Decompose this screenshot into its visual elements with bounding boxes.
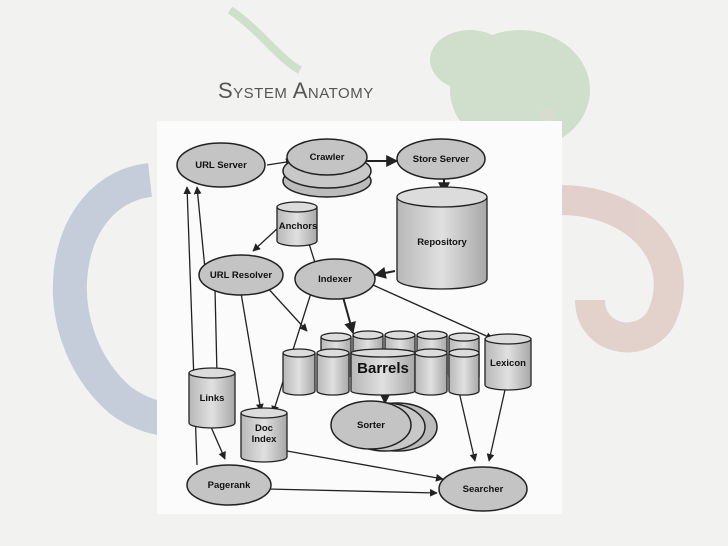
arrow-docindex-searcher — [286, 450, 444, 482]
store-server-node[interactable] — [396, 138, 486, 180]
repository-label: Repository — [417, 237, 467, 248]
arrow-links-pagerank — [210, 426, 226, 460]
doc-index-label-line1: Doc — [255, 423, 273, 434]
indexer-node[interactable] — [294, 258, 376, 300]
url-server-node[interactable] — [176, 142, 266, 188]
url-resolver-label: URL Resolver — [210, 270, 272, 281]
url-resolver-node[interactable] — [198, 254, 284, 296]
links-label: Links — [200, 393, 225, 404]
links-node[interactable] — [188, 367, 236, 429]
arrow-lexicon-searcher — [486, 380, 508, 462]
pagerank-node[interactable] — [186, 464, 272, 506]
arrow-repository-indexer — [373, 266, 396, 279]
anchors-node[interactable] — [276, 201, 318, 247]
searcher-node[interactable] — [438, 466, 528, 512]
arrow-pagerank-searcher — [266, 488, 438, 497]
arrow-urlresolver-links — [212, 288, 221, 376]
barrel-front-row — [282, 348, 480, 396]
barrels-label: Barrels — [357, 360, 409, 377]
arrow-indexer-barrels — [342, 296, 356, 335]
lexicon-node[interactable] — [484, 333, 532, 391]
slide-title: System Anatomy — [218, 78, 374, 103]
arrow-anchors-urlresolver — [252, 226, 280, 252]
barrels-node[interactable] — [282, 330, 480, 396]
crawler-label: Crawler — [310, 152, 345, 163]
searcher-label: Searcher — [463, 484, 504, 495]
lexicon-label: Lexicon — [490, 358, 526, 369]
indexer-label: Indexer — [318, 274, 352, 285]
system-anatomy-diagram: URL Server Crawler Store Server Anchors … — [157, 121, 562, 514]
sorter-label: Sorter — [357, 420, 385, 431]
doc-index-node[interactable] — [240, 407, 288, 463]
arrow-urlresolver-urlserver — [193, 186, 206, 270]
repository-node[interactable] — [396, 186, 488, 290]
anchors-label: Anchors — [279, 221, 318, 232]
crawler-node[interactable] — [286, 138, 368, 176]
pagerank-label: Pagerank — [208, 480, 251, 491]
store-server-label: Store Server — [413, 154, 470, 165]
sorter-node[interactable] — [330, 400, 412, 450]
arrow-barrels-searcher — [456, 382, 478, 462]
doc-index-label-line2: Index — [252, 434, 278, 445]
url-server-label: URL Server — [195, 160, 247, 171]
arrow-indexer-lexicon — [372, 284, 494, 340]
arrow-urlresolver-docindex — [240, 292, 264, 412]
arrow-urlresolver-barrels — [264, 284, 308, 332]
